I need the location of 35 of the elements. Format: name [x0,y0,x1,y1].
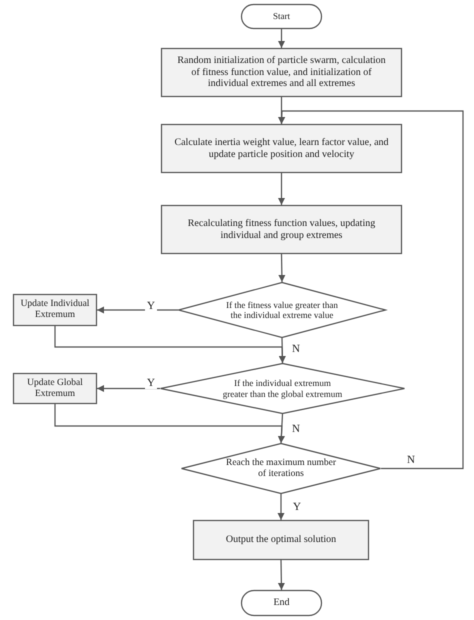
arrow [278,338,286,364]
node-text: Recalculating fitness function values, updating individual and group extremes [186,218,376,241]
arrow [97,385,160,392]
arrow [278,254,286,282]
decision-diamond [181,443,381,494]
process-box [193,520,369,560]
process-box [13,294,97,326]
node-text: Calculate inertia weight value, learn factor value, and update particle position and velocity [173,137,390,160]
node-text: If the individual extremum greater than the global extremum [222,378,342,399]
node-text: Update Individual Extremum [20,299,90,321]
arrow [278,414,285,444]
arrow [278,494,284,520]
node-text: Start [273,11,290,22]
arrow [278,110,464,470]
process-box [161,124,402,173]
node-text: End [273,597,290,609]
arrow [278,97,285,124]
node-text: Reach the maximum number of iterations [224,458,337,480]
terminal-node [241,590,322,616]
edge-label: Y [145,300,157,312]
node-text: Output the optimal solution [226,534,336,546]
decision-diamond [160,363,405,414]
edge-label: Y [145,377,157,390]
process-box [161,48,402,97]
terminal-node [241,4,322,29]
arrow [97,306,178,314]
arrow [278,560,285,590]
arrow [278,173,285,205]
process-box [161,205,402,254]
decision-diamond [178,282,386,338]
node-text: Random initialization of particle swarm, calculation of fitness function value, and initialization of individual extremes and all extremes [176,55,387,90]
node-text: Update Global Extremum [26,378,84,400]
node-text: If the fitness value greater than the individual extreme value [226,300,338,320]
arrow [278,29,285,48]
process-box [13,373,97,404]
